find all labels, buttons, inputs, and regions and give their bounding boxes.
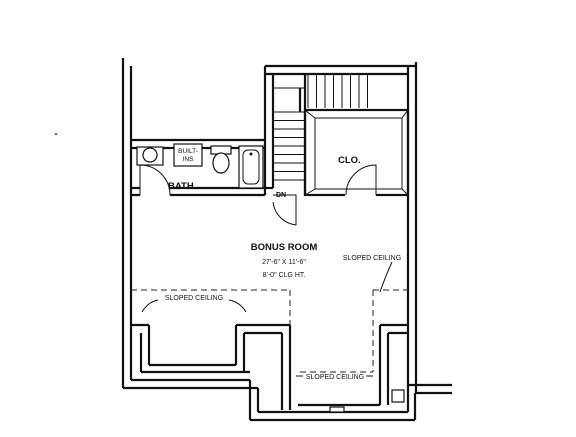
room-name-label: BONUS ROOM — [251, 242, 318, 253]
built-ins-cabinet — [173, 143, 203, 167]
bath-fixtures — [136, 143, 264, 189]
built-ins-label: BUILT- — [178, 148, 198, 155]
room-dimensions-label: 27'-6" X 11'-6" — [262, 259, 306, 266]
sink-icon — [142, 147, 158, 163]
closet-label: CLO. — [338, 155, 361, 166]
stair-walls — [265, 74, 307, 226]
dormer-walls — [131, 323, 408, 413]
built-ins-label-2: INS — [183, 156, 195, 163]
sloped-ceiling-right-label: SLOPED CEILING — [343, 255, 401, 262]
stairs — [273, 74, 368, 181]
sloped-ceiling-lines — [131, 289, 408, 373]
slope-arrows — [141, 261, 393, 377]
sloped-ceiling-bottom-label: SLOPED CEILING — [306, 374, 364, 381]
sloped-ceiling-left-label: SLOPED CEILING — [165, 295, 223, 302]
bath-label: BATH — [168, 181, 194, 192]
toilet-bowl-icon — [212, 152, 230, 174]
stair-down-label: DN — [276, 192, 286, 199]
closet-walls — [303, 108, 410, 198]
ceiling-height-label: 8'-0" CLG HT. — [263, 272, 306, 279]
